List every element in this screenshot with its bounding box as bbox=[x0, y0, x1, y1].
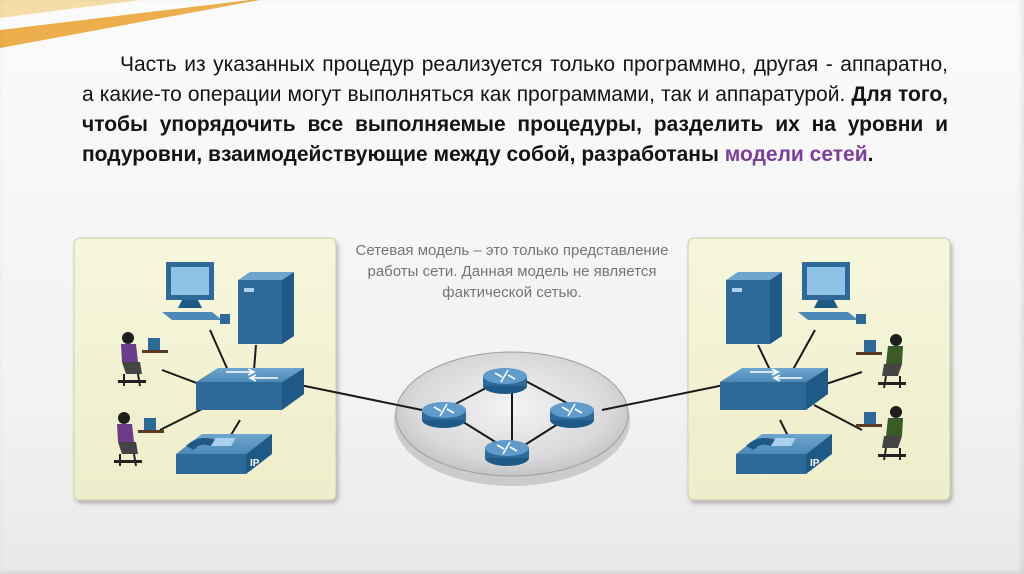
network-model-callout: Сетевая модель – это только представлени… bbox=[355, 242, 669, 301]
workstation-icon bbox=[798, 262, 866, 324]
corner-accent bbox=[0, 0, 260, 48]
router-icon bbox=[485, 440, 529, 466]
server-icon bbox=[238, 272, 294, 344]
ip-phone-icon: IP bbox=[176, 434, 272, 474]
switch-icon bbox=[196, 368, 304, 410]
user-icon bbox=[114, 412, 164, 467]
ip-phone-icon: IP bbox=[736, 434, 832, 474]
paragraph-plain: Часть из указанных процедур реализуется … bbox=[82, 53, 948, 106]
link-right-wan bbox=[601, 384, 725, 411]
router-icon bbox=[422, 402, 466, 428]
switch-icon bbox=[720, 368, 828, 410]
router-icon bbox=[550, 402, 594, 428]
phone-label-right: IP bbox=[810, 458, 820, 469]
slide-paragraph: Часть из указанных процедур реализуется … bbox=[82, 50, 948, 170]
user-icon bbox=[856, 406, 906, 461]
phone-label-left: IP bbox=[250, 458, 260, 469]
paragraph-highlight: модели сетей bbox=[724, 143, 868, 166]
server-icon bbox=[726, 272, 782, 344]
link-left-wan bbox=[299, 384, 423, 411]
paragraph-end: . bbox=[867, 143, 874, 166]
router-icon bbox=[483, 368, 527, 394]
paragraph-bold: Для того, чтобы упорядочить все выполняе… bbox=[82, 83, 949, 166]
user-icon bbox=[856, 334, 906, 389]
workstation-icon bbox=[162, 262, 230, 324]
user-icon bbox=[118, 332, 168, 387]
